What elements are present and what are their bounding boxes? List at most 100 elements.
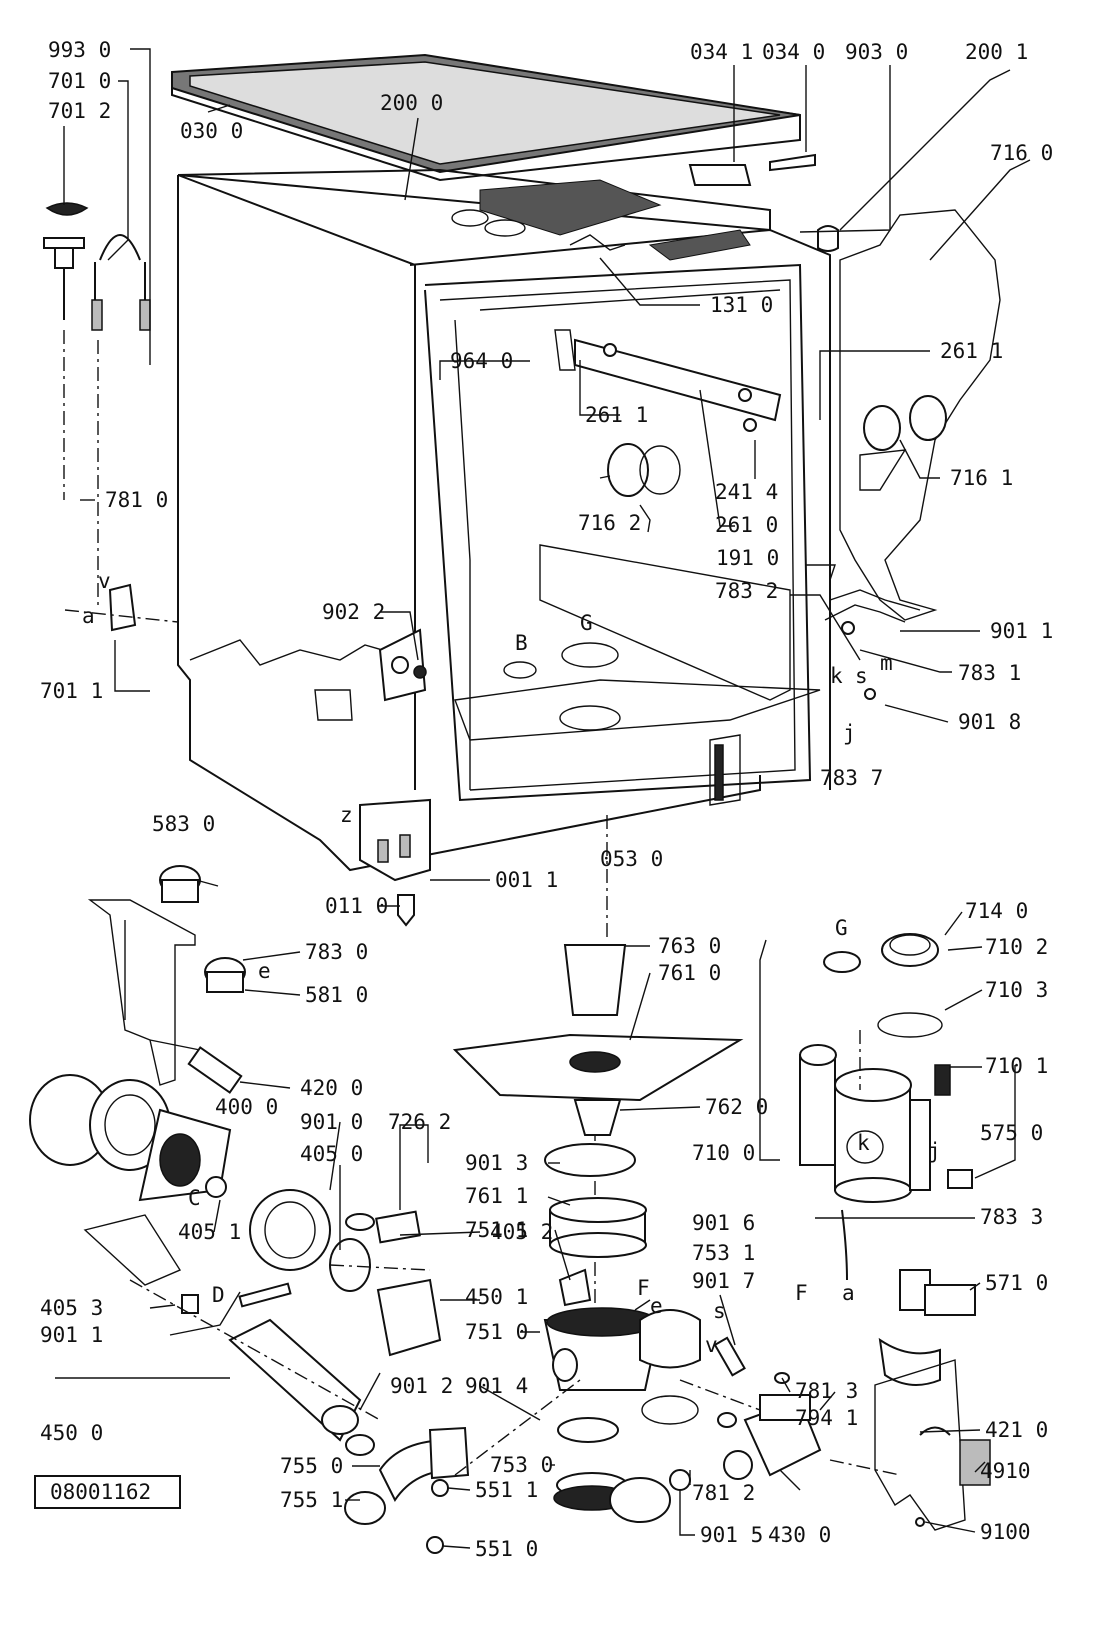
- callout-label: 405 2: [490, 1220, 553, 1244]
- letter-m: m: [880, 651, 893, 675]
- callout-label: 710 1: [985, 1054, 1048, 1078]
- callout-label: 726 2: [388, 1110, 451, 1134]
- callout-label: 200 1: [965, 40, 1028, 64]
- callout-label: 261 1: [585, 403, 648, 427]
- letter-j: j: [928, 1139, 941, 1163]
- callout-label: 450 1: [465, 1285, 528, 1309]
- callout-label: 053 0: [600, 847, 663, 871]
- callout-label: 241 4: [715, 480, 778, 504]
- callout-label: 9100: [980, 1520, 1031, 1544]
- callout-label: 901 8: [958, 710, 1021, 734]
- callout-label: 755 0: [280, 1454, 343, 1478]
- callout-label: 762 0: [705, 1095, 768, 1119]
- pump-motor: [29, 1074, 442, 1357]
- callout-label: 783 3: [980, 1205, 1043, 1229]
- letter-g: G: [835, 916, 848, 940]
- callout-label: 405 0: [300, 1142, 363, 1166]
- callout-label: 751 1: [465, 1218, 528, 1242]
- drain-hose: [228, 1318, 470, 1554]
- callout-label: 753 1: [692, 1241, 755, 1265]
- callout-label: 901 1: [40, 1323, 103, 1347]
- callout-label: 011 0: [325, 894, 388, 918]
- letter-a: a: [842, 1281, 855, 1305]
- letter-z: z: [340, 803, 353, 827]
- callout-label: 901 6: [692, 1211, 755, 1235]
- callout-label: 902 2: [322, 600, 385, 624]
- callout-label: 714 0: [965, 899, 1028, 923]
- inlet-parts: [639, 1309, 822, 1480]
- callout-label: 781 3: [795, 1379, 858, 1403]
- drawing-code-box: 08001162: [34, 1475, 181, 1509]
- callout-label: 571 0: [985, 1271, 1048, 1295]
- letter-b: B: [515, 631, 528, 655]
- callout-label: 716 2: [578, 511, 641, 535]
- letter-c: C: [188, 1186, 201, 1210]
- callout-label: 903 0: [845, 40, 908, 64]
- callout-label: 761 0: [658, 961, 721, 985]
- callout-label: 716 1: [950, 466, 1013, 490]
- callout-label: 755 1: [280, 1488, 343, 1512]
- callout-label: 583 0: [152, 812, 215, 836]
- letter-e: e: [258, 959, 271, 983]
- letter-f: F: [637, 1276, 650, 1300]
- callout-label: 993 0: [48, 38, 111, 62]
- control-bracket: [87, 865, 246, 1094]
- callout-label: 901 5: [700, 1523, 763, 1547]
- reference-letters: a v z B G k s m j C D e F G k j a e v s …: [82, 569, 941, 1357]
- callout-label: 420 0: [300, 1076, 363, 1100]
- callout-label: 261 0: [715, 513, 778, 537]
- callout-label: 716 0: [990, 141, 1053, 165]
- callout-label: 701 0: [48, 69, 111, 93]
- callout-label: 551 1: [475, 1478, 538, 1502]
- callout-label: 551 0: [475, 1537, 538, 1561]
- callout-label: 421 0: [985, 1418, 1048, 1442]
- callout-label: 710 0: [692, 1141, 755, 1165]
- letter-s: s: [855, 664, 868, 688]
- callout-label: 751 0: [465, 1320, 528, 1344]
- callout-label: 763 0: [658, 934, 721, 958]
- callout-label: 034 0: [762, 40, 825, 64]
- letter-j: j: [843, 721, 856, 745]
- callout-label: 405 3: [40, 1296, 103, 1320]
- callout-label: 581 0: [305, 983, 368, 1007]
- letter-e: e: [650, 1294, 663, 1318]
- callout-label: 901 0: [300, 1110, 363, 1134]
- callout-label: 575 0: [980, 1121, 1043, 1145]
- callout-label: 794 1: [795, 1406, 858, 1430]
- callout-label: 710 2: [985, 935, 1048, 959]
- softener-assembly: [799, 933, 991, 1531]
- callout-label: 430 0: [768, 1523, 831, 1547]
- callout-label: 783 7: [820, 766, 883, 790]
- callout-label: 901 2: [390, 1374, 453, 1398]
- callout-label: 450 0: [40, 1421, 103, 1445]
- letter-k: k: [830, 664, 843, 688]
- callout-label: 001 1: [495, 868, 558, 892]
- leader-lines: [55, 48, 1031, 1549]
- callout-label: 901 1: [990, 619, 1053, 643]
- callout-label: 783 2: [715, 579, 778, 603]
- letter-a: a: [82, 604, 95, 628]
- letter-f: F: [795, 1281, 808, 1305]
- callout-label: 405 1: [178, 1220, 241, 1244]
- callout-label: 030 0: [180, 119, 243, 143]
- letter-k: k: [857, 1131, 870, 1155]
- callout-label: 034 1: [690, 40, 753, 64]
- letter-v: v: [705, 1333, 718, 1357]
- callout-label: 783 1: [958, 661, 1021, 685]
- callout-label: 710 3: [985, 978, 1048, 1002]
- callout-label: 261 1: [940, 339, 1003, 363]
- callout-label: 901 4: [465, 1374, 528, 1398]
- letter-g: G: [580, 611, 593, 635]
- callout-label: 901 3: [465, 1151, 528, 1175]
- callout-label: 200 0: [380, 91, 443, 115]
- float-switch-assembly: [43, 202, 179, 632]
- callout-label: 761 1: [465, 1184, 528, 1208]
- drawing-code: 08001162: [50, 1480, 151, 1504]
- callout-label: 191 0: [716, 546, 779, 570]
- cabinet-body: [171, 53, 1001, 927]
- callout-label: 701 1: [40, 679, 103, 703]
- letter-s: s: [713, 1299, 726, 1323]
- worktop-panel: [171, 53, 801, 182]
- letter-d: D: [212, 1283, 225, 1307]
